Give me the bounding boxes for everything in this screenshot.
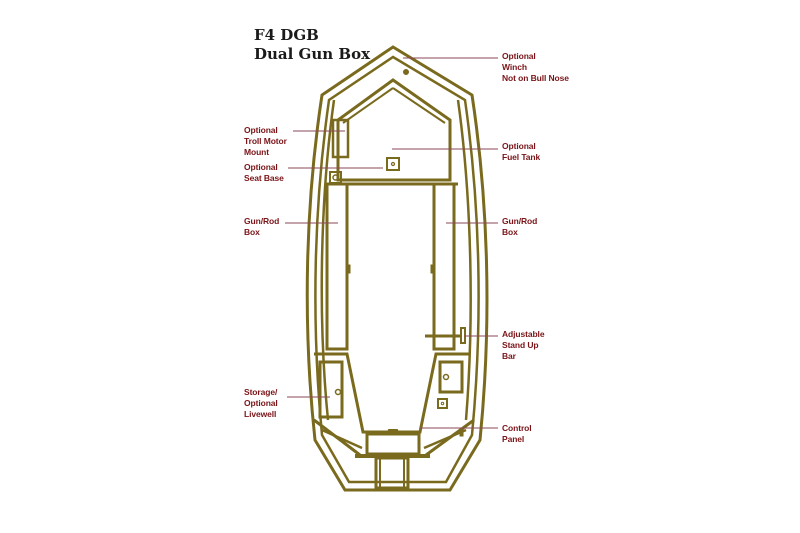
label-optional-winch: Optional Winch Not on Bull Nose — [502, 51, 569, 83]
fuel-tank-plate — [386, 157, 400, 171]
label-gun-rod-box-right: Gun/Rod Box — [502, 216, 538, 237]
label-storage-livewell: Storage/ Optional Livewell — [244, 387, 278, 419]
label-control-panel: Control Panel — [502, 423, 532, 444]
label-seat-base: Optional Seat Base — [244, 162, 284, 183]
front-deck — [336, 78, 452, 182]
model-name: F4 DGB — [254, 26, 319, 44]
control-panel — [365, 432, 421, 456]
troll-motor-mount — [331, 118, 350, 159]
model-description: Dual Gun Box — [254, 45, 371, 63]
motor-well — [374, 456, 410, 490]
outer-hull — [305, 45, 489, 492]
label-troll-motor-mount: Optional Troll Motor Mount — [244, 125, 287, 157]
label-fuel-tank: Optional Fuel Tank — [502, 141, 541, 162]
inner-hull — [314, 55, 480, 484]
leader-lines — [285, 57, 498, 429]
label-stand-up-bar: Adjustable Stand Up Bar — [502, 329, 545, 361]
label-gun-rod-box-left: Gun/Rod Box — [244, 216, 280, 237]
diagram-title: F4 DGB Dual Gun Box — [254, 26, 370, 64]
left-gun-box — [325, 182, 349, 351]
right-storage — [438, 360, 464, 394]
left-storage-livewell — [318, 360, 344, 419]
right-gun-box — [432, 182, 456, 351]
